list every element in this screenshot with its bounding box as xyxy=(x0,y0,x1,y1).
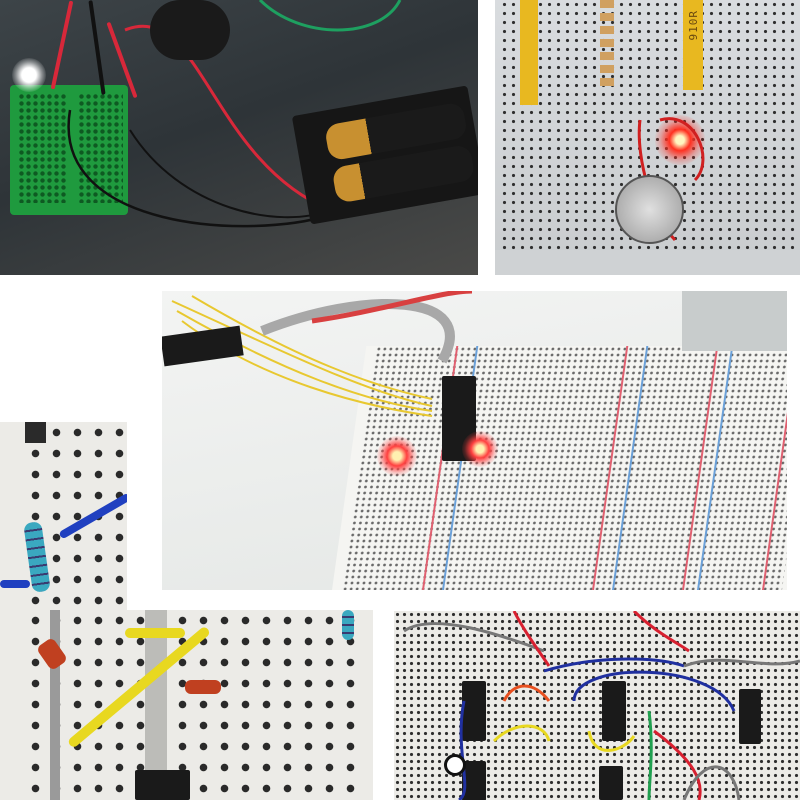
background-equipment xyxy=(682,291,787,351)
red-led-glow-left xyxy=(377,436,417,476)
resistor xyxy=(342,610,354,640)
coin-cell-battery xyxy=(615,175,684,244)
ic-chip xyxy=(739,689,761,744)
red-led-glow xyxy=(655,115,705,165)
photo-resistor-diode-closeup xyxy=(0,422,127,612)
blue-jumper-wire xyxy=(0,580,30,588)
jumper-wires xyxy=(403,611,800,800)
photo-logic-ic-breadboard xyxy=(394,611,800,800)
ic-chip xyxy=(462,681,486,741)
ic-chip xyxy=(135,770,190,800)
resistor-row xyxy=(600,0,614,90)
photo-dip-ic-breadboard xyxy=(162,291,787,590)
center-channel xyxy=(145,610,167,800)
yellow-tape-left xyxy=(520,0,538,105)
gray-channel xyxy=(50,610,60,800)
ic-chip xyxy=(602,681,626,741)
coin-cell-holder xyxy=(150,0,230,60)
photo-led-coin-cell: 910R xyxy=(495,0,800,275)
yellow-tape-right: 910R xyxy=(683,0,703,90)
white-led-glow xyxy=(12,58,46,92)
yellow-jumper-wire xyxy=(125,628,185,638)
glass-diode xyxy=(185,680,221,694)
capacitor xyxy=(444,754,466,776)
red-led-glow-right xyxy=(462,431,498,467)
photo-green-breadboard-battery xyxy=(0,0,478,275)
photo-resistor-diode-closeup-lower xyxy=(0,610,373,800)
ic-chip xyxy=(599,766,623,800)
green-breadboard xyxy=(10,85,128,215)
